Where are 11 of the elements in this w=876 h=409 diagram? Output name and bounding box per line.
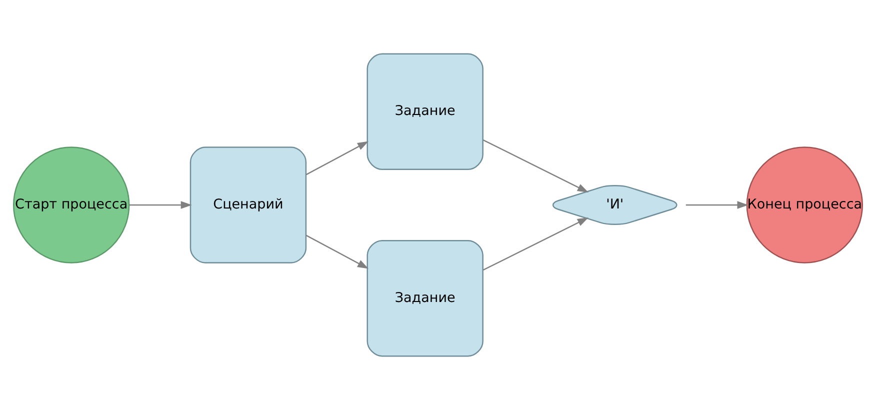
arrow [482,217,589,270]
arrow [306,234,369,268]
node-circle: Конец процесса [746,146,863,263]
node-box: Задание [366,52,484,170]
arrow [482,138,589,192]
arrow [306,140,369,175]
arrow [129,200,192,208]
node-circle: Старт процесса [13,146,130,263]
arrow [686,200,748,208]
node-box: Сценарий [190,146,307,263]
node-box: Задание [366,240,484,356]
